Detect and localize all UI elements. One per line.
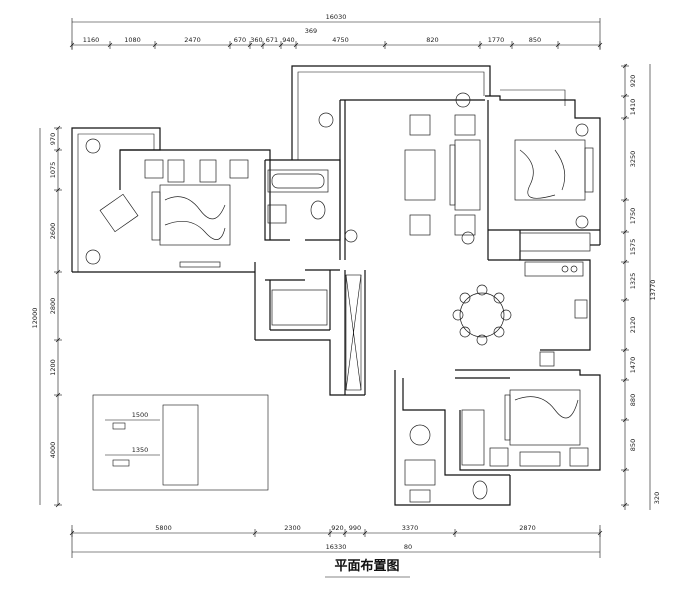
right-segment-label: 920 (629, 75, 637, 87)
right-segment-label: 1470 (629, 357, 637, 374)
right-total-dimension: 13770 (649, 280, 657, 301)
inset-label-1500: 1500 (132, 411, 149, 419)
toilet-bottom (472, 480, 488, 500)
left-segment-label: 970 (49, 133, 57, 145)
right-segment-label: 3250 (629, 151, 637, 168)
walls (71, 65, 601, 506)
right-segment-label: 1575 (629, 239, 637, 256)
plant-icon (344, 229, 358, 243)
top-segment-label: 670 (234, 36, 246, 44)
stove-icon (561, 265, 569, 273)
left-segment-label: 2800 (49, 298, 57, 315)
sofa (454, 139, 481, 211)
armchair (99, 193, 139, 233)
plant-icon (85, 249, 101, 265)
left-segment-label: 4000 (49, 442, 57, 459)
right-small-dimension: 320 (653, 492, 661, 504)
sink-icon (574, 299, 588, 319)
top-total-dimension: 16030 (326, 13, 347, 21)
furniture: 1500 1350 (85, 92, 594, 503)
inset-label-1350: 1350 (132, 446, 149, 454)
top-segment-label: 940 (282, 36, 294, 44)
top-segment-label: 850 (529, 36, 541, 44)
plant-icon (461, 231, 475, 245)
bathtub (267, 169, 329, 193)
top-segment-label: 2470 (184, 36, 201, 44)
tv-cabinet (404, 149, 436, 201)
left-segment-label: 1200 (49, 359, 57, 376)
top-segment-label: 1770 (488, 36, 505, 44)
bottom-segment-label: 920 (331, 524, 343, 532)
left-segment-label: 1075 (49, 162, 57, 179)
right-segment-label: 850 (629, 439, 637, 451)
right-segment-label: 1325 (629, 273, 637, 290)
bottom-dimension-chain: 5800 2300 920 990 3370 2870 16330 80 (69, 524, 603, 558)
bottom-segment-label: 3370 (402, 524, 419, 532)
left-segment-label: 2600 (49, 223, 57, 240)
right-segment-label: 2120 (629, 317, 637, 334)
top-segment-label: 1080 (124, 36, 141, 44)
top-segment-label: 360 (250, 36, 262, 44)
bottom-segment-label: 2870 (519, 524, 536, 532)
kitchen-counter (524, 261, 584, 277)
top-segment-label: 820 (426, 36, 438, 44)
left-total-dimension: 12000 (31, 308, 39, 329)
bottom-segment-label: 5800 (155, 524, 172, 532)
plant-icon (318, 112, 334, 128)
shower-icon (409, 424, 431, 446)
top-segment-label: 4750 (332, 36, 349, 44)
bottom-small-dimension: 80 (404, 543, 412, 551)
bottom-segment-label: 990 (349, 524, 361, 532)
top-segment-label: 671 (266, 36, 278, 44)
dining-table (459, 292, 505, 338)
right-dimension-chain: 920 1410 3250 1750 1575 1325 2120 1470 880 850 13… (621, 63, 661, 510)
toilet-top (310, 200, 326, 220)
plant-icon (575, 123, 589, 137)
left-dimension-chain: 970 1075 2600 2800 1200 4000 12000 (31, 125, 62, 508)
top-small-dimension: 369 (305, 27, 317, 35)
inset-detail-frame (92, 394, 269, 491)
top-dimension-chain: 16030 1160 1080 2470 670 360 671 940 4750 820 177… (69, 13, 603, 50)
bottom-segment-label: 2300 (284, 524, 301, 532)
right-segment-label: 880 (629, 394, 637, 406)
bottom-total-dimension: 16330 (326, 543, 347, 551)
plant-icon (85, 138, 101, 154)
right-segment-label: 1410 (629, 99, 637, 116)
bed-right (514, 139, 586, 201)
drawing-title: 平面布置图 (334, 558, 399, 574)
top-segment-label: 1160 (83, 36, 100, 44)
plant-icon (455, 92, 471, 108)
plant-icon (575, 215, 589, 229)
right-segment-label: 1750 (629, 208, 637, 225)
